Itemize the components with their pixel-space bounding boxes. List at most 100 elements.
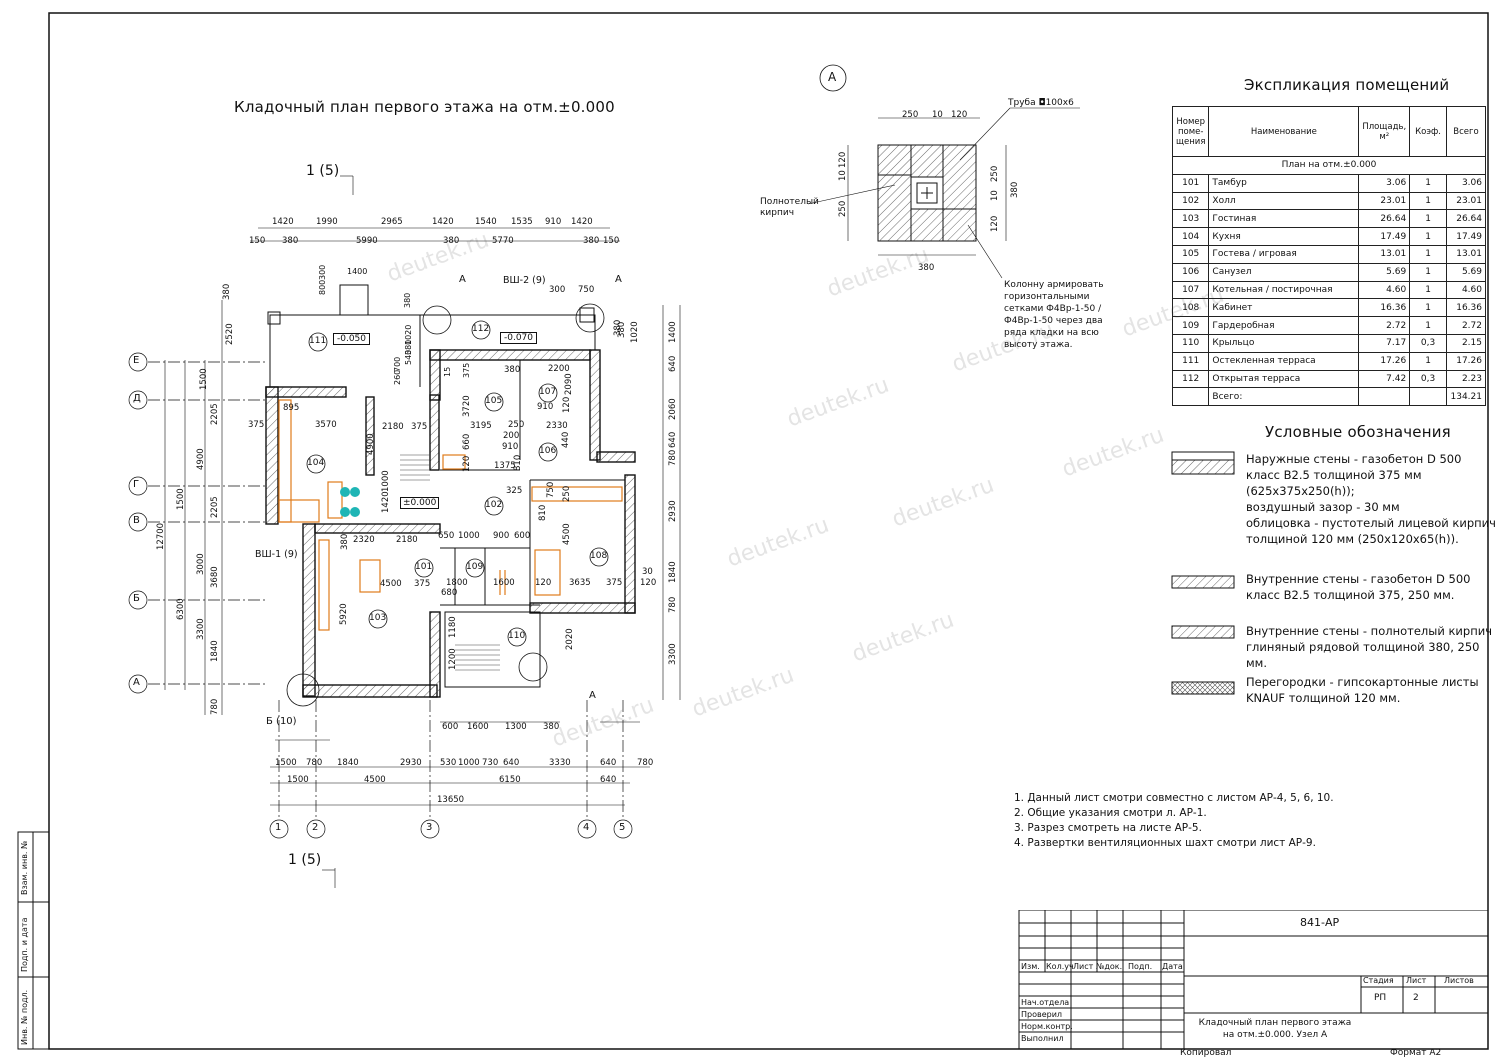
dim-top: 5990: [356, 236, 378, 246]
table-cell: 4.60: [1446, 280, 1486, 300]
dim-right: 2930: [668, 500, 678, 522]
inner-dim: 660: [462, 433, 472, 450]
inner-dim: 260: [393, 369, 402, 385]
node-note: Колонну армировать горизонтальными сетка…: [1004, 280, 1104, 350]
axis-number: 4: [583, 822, 590, 833]
total-label: Всего:: [1208, 387, 1360, 407]
inner-dim: 1200: [448, 648, 458, 670]
table-cell: Гостева / игровая: [1208, 244, 1360, 264]
col-header: Коэф.: [1409, 106, 1447, 157]
dim-bottom: 1500: [287, 775, 309, 785]
dim-right: 1840: [668, 561, 678, 583]
dim-bottom: 640: [600, 775, 617, 785]
inner-dim: 3570: [315, 420, 337, 430]
dim-left: 380: [222, 283, 232, 300]
table-cell: 107: [1171, 280, 1210, 300]
dim-right: 780: [668, 596, 678, 613]
legend-line: класс В2.5 толщиной 375, 250 мм.: [1246, 588, 1455, 602]
inner-dim: 750: [546, 481, 556, 498]
vent-shaft-1: ВШ-1 (9): [255, 549, 298, 560]
table-cell: 5.69: [1446, 262, 1486, 282]
table-cell: Кабинет: [1208, 298, 1360, 318]
inner-dim: 250: [562, 485, 572, 502]
col-header: Номер поме-щения: [1171, 106, 1210, 157]
inner-dim: 4900: [366, 433, 376, 455]
node-dim: 120: [990, 215, 1000, 232]
inner-dim: 1300: [505, 722, 527, 732]
node-dim: 250: [990, 165, 1000, 182]
sheets-header: Листов: [1444, 976, 1474, 985]
inner-dim: 600: [514, 531, 531, 541]
dim-top: 1990: [316, 217, 338, 227]
inner-dim: 1600: [467, 722, 489, 732]
sheet-description: Кладочный план первого этажа на отм.±0.0…: [1198, 1018, 1352, 1040]
inner-dim: 910: [537, 402, 554, 412]
dim-right: 3300: [668, 643, 678, 665]
legend-line: облицовка - пустотелый лицевой кирпич: [1246, 516, 1496, 530]
inner-dim: 300: [549, 285, 566, 295]
table-cell: 16.36: [1358, 298, 1411, 318]
inner-dim: 1420: [381, 491, 391, 513]
inner-dim: 4500: [562, 523, 572, 545]
dim-top: 380: [583, 236, 600, 246]
copied-label: Копировал: [1180, 1048, 1232, 1058]
table-cell: 17.26: [1446, 351, 1486, 371]
table-cell: 2.23: [1446, 369, 1486, 389]
room-number: 102: [485, 500, 503, 510]
inner-dim: 680: [441, 588, 458, 598]
dim-right: 2060: [668, 398, 678, 420]
inner-dim: 900: [493, 531, 510, 541]
inner-dim: 810: [513, 454, 523, 471]
inner-dim: 2090: [564, 373, 574, 395]
stamp-role: Нач.отдела: [1021, 998, 1070, 1007]
inner-dim: 3635: [569, 578, 591, 588]
dim-bottom: 1000: [458, 758, 480, 768]
inner-dim: 375: [411, 422, 428, 432]
node-dim: 10: [990, 190, 1000, 201]
drawing-code: 841-АР: [1300, 916, 1340, 929]
room-number: 103: [369, 613, 387, 623]
node-brick-label: Полнотелый кирпич: [760, 197, 819, 218]
inner-dim: 800: [318, 279, 327, 295]
stamp-col: Кол.уч: [1046, 962, 1074, 971]
table-cell: 110: [1171, 333, 1210, 353]
level-112: -0.070: [500, 332, 538, 344]
dim-top: 910: [545, 217, 562, 227]
legend-line: Внутренние стены - полнотелый кирпич: [1246, 624, 1492, 638]
dim-top: 380: [443, 236, 460, 246]
inner-dim: 30: [642, 567, 653, 577]
room-number: 101: [415, 562, 433, 572]
node-dim-total: 380: [1010, 181, 1020, 198]
dim-left: 1500: [176, 488, 186, 510]
table-cell: 101: [1171, 173, 1210, 193]
dim-right: 640: [668, 431, 678, 448]
dim-left: 3000: [196, 553, 206, 575]
table-cell: 3.06: [1446, 173, 1486, 193]
dim-left: 1500: [199, 368, 209, 390]
table-cell: 23.01: [1446, 191, 1486, 211]
inner-dim: 250: [508, 420, 525, 430]
inner-dim: 2180: [382, 422, 404, 432]
dim-top: 1420: [272, 217, 294, 227]
inner-dim: 380: [504, 365, 521, 375]
table-cell: 26.64: [1446, 209, 1486, 229]
section-mark-top: 1 (5): [306, 163, 340, 179]
axis-number: 5: [619, 822, 626, 833]
inner-dim: 750: [578, 285, 595, 295]
note-line: 4. Развертки вентиляционных шахт смотри …: [1014, 837, 1316, 849]
table-cell: 26.64: [1358, 209, 1411, 229]
inner-dim: 3720: [462, 395, 472, 417]
axis-number: 1: [275, 822, 282, 833]
legend-item-exterior-walls: Наружные стены - газобетон D 500 класс В…: [1246, 451, 1496, 547]
inner-dim: 300: [318, 264, 327, 280]
table-cell: 13.01: [1446, 244, 1486, 264]
table-cell: Гостиная: [1208, 209, 1360, 229]
dim-left-6300: 6300: [176, 598, 186, 620]
table-cell: 109: [1171, 316, 1210, 335]
